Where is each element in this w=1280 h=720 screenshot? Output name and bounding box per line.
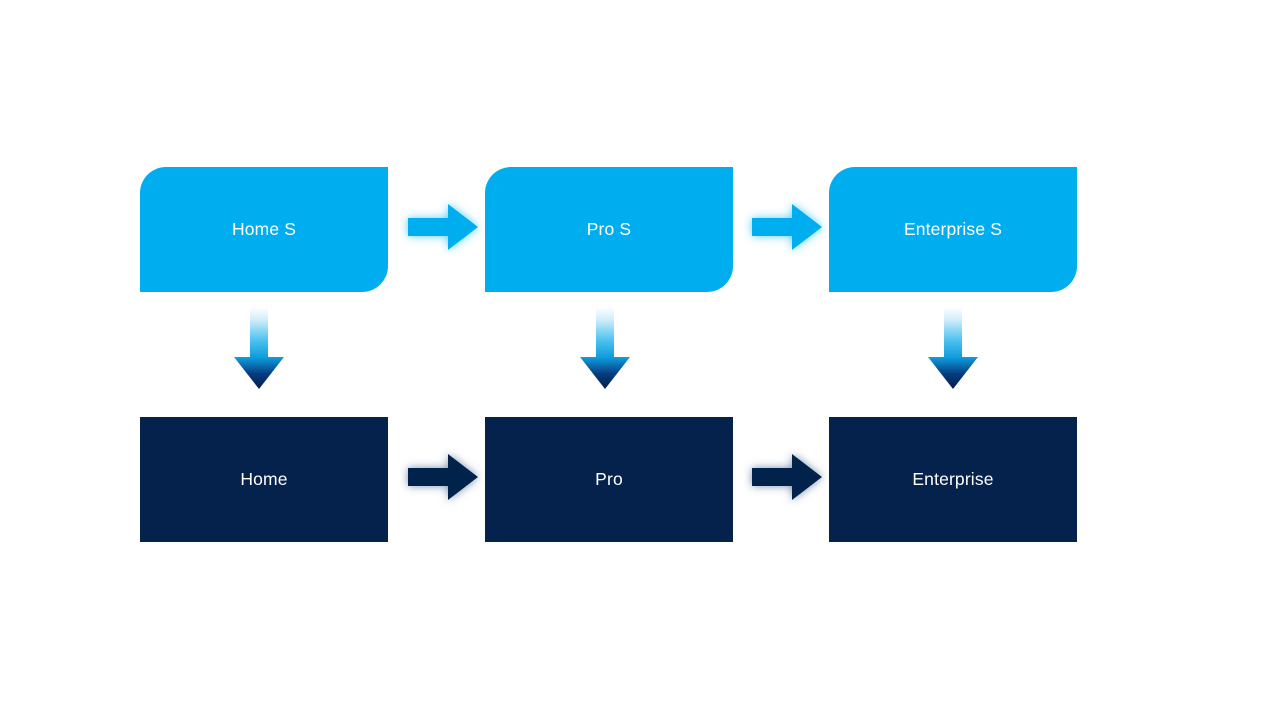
node-label: Enterprise S [903,219,1003,239]
node-label: Pro S [586,219,632,239]
node-home[interactable]: Home [140,417,388,542]
arrow-right-icon-pro-s-to-enterprise-s [744,196,830,258]
node-home-s[interactable]: Home S [140,167,388,292]
node-label: Home S [231,219,297,239]
node-enterprise[interactable]: Enterprise [829,417,1077,542]
arrow-right-icon-home-to-pro [400,446,486,508]
node-pro[interactable]: Pro [485,417,733,542]
arrow-right-icon-pro-to-enterprise [744,446,830,508]
arrow-right-icon-home-s-to-pro-s [400,196,486,258]
node-label: Home [240,469,288,489]
node-label: Pro [595,469,623,489]
arrow-down-icon-home-s-to-home [228,305,290,395]
node-pro-s[interactable]: Pro S [485,167,733,292]
node-enterprise-s[interactable]: Enterprise S [829,167,1077,292]
arrow-down-icon-pro-s-to-pro [574,305,636,395]
node-label: Enterprise [912,469,994,489]
arrow-down-icon-enterprise-s-to-enterprise [922,305,984,395]
